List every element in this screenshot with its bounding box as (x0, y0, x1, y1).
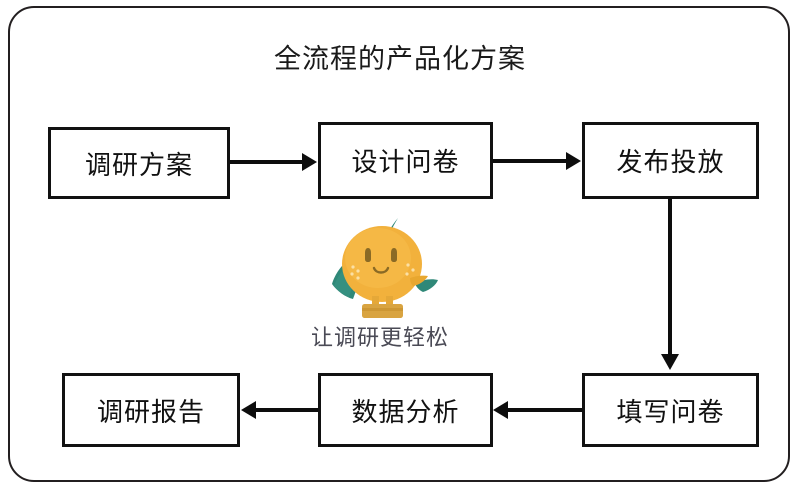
arrow-left-icon (493, 401, 508, 419)
arrow-right-icon (566, 152, 581, 170)
orange-mascot-icon (332, 218, 438, 318)
arrow-left-icon (241, 401, 256, 419)
arrow-analysis-to-report-line (256, 408, 318, 412)
flow-node-analysis[interactable]: 数据分析 (318, 373, 493, 447)
flow-node-fill[interactable]: 填写问卷 (582, 373, 759, 447)
brand-tagline: 让调研更轻松 (310, 325, 449, 350)
arrow-plan-to-design-line (230, 160, 304, 164)
page-title: 全流程的产品化方案 (274, 44, 526, 74)
flow-node-report[interactable]: 调研报告 (62, 373, 240, 447)
arrow-publish-to-fill-line (668, 199, 672, 356)
arrow-right-icon (302, 153, 317, 171)
flow-node-design[interactable]: 设计问卷 (318, 122, 493, 199)
arrow-fill-to-analysis-line (508, 408, 582, 412)
flow-node-publish[interactable]: 发布投放 (582, 122, 759, 199)
brand-block: 让调研更轻松 (300, 212, 460, 360)
arrow-design-to-publish-line (493, 159, 567, 163)
flow-node-plan[interactable]: 调研方案 (48, 127, 230, 199)
arrow-down-icon (661, 354, 679, 370)
